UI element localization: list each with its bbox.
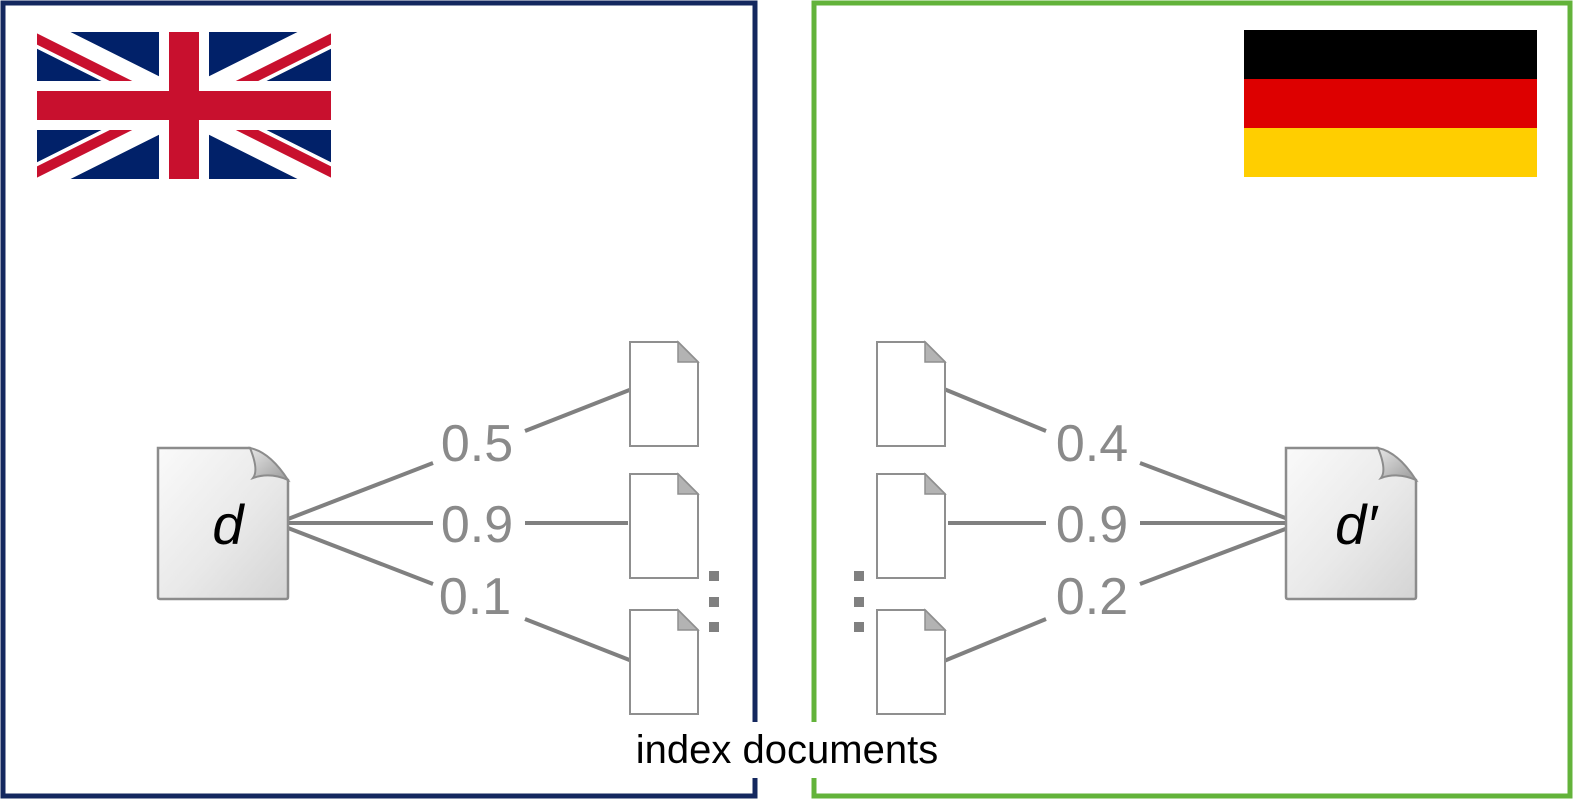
english-score-top: 0.5 [441,415,513,473]
caption-background [622,722,952,778]
english-edges [287,387,633,663]
german-score-middle: 0.9 [1056,496,1128,554]
german-index-documents [854,340,947,715]
english-query-document: d [156,446,291,601]
germany-flag-icon [1244,30,1537,177]
english-query-label: d [212,493,245,556]
index-document [629,472,700,579]
english-panel [0,0,758,799]
german-edges [943,387,1289,663]
ellipsis-dots [709,571,719,632]
german-query-label: d′ [1335,493,1379,556]
english-score-middle: 0.9 [441,496,513,554]
uk-flag-icon [37,32,331,179]
ellipsis-dots [854,571,864,632]
german-query-document: d′ [1284,446,1419,601]
index-document [876,608,947,715]
german-score-bottom: 0.2 [1056,568,1128,626]
english-score-bottom: 0.1 [439,568,511,626]
index-document [876,340,947,447]
german-panel [811,0,1573,799]
german-score-top: 0.4 [1056,415,1128,473]
index-documents-caption: index documents [636,728,938,772]
index-document [629,340,700,447]
english-index-documents [629,340,719,715]
index-document [629,608,700,715]
index-document [876,472,947,579]
